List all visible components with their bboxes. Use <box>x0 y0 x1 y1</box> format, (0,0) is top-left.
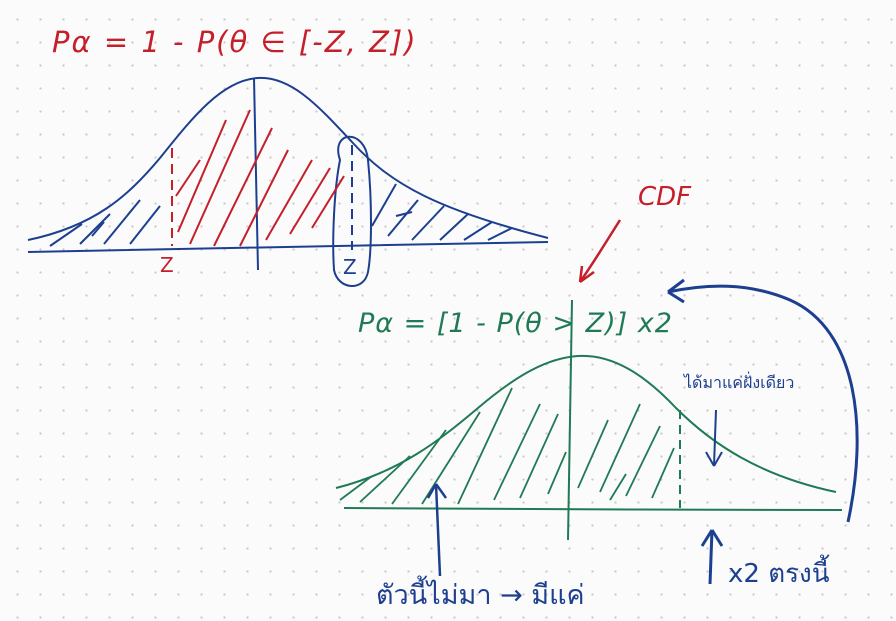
top-left-tail-hatching <box>49 199 161 247</box>
x2-up-arrow-head <box>700 529 724 547</box>
x2-curved-arrow <box>667 284 859 523</box>
bottom-center-line <box>567 299 573 541</box>
x2-note: x2 ตรงนี้ <box>728 554 830 589</box>
top-right-tail-hatching <box>371 183 513 241</box>
cdf-label: CDF <box>638 182 692 212</box>
top-axis-line <box>27 241 549 253</box>
top-right-z-loop <box>332 135 372 287</box>
one-side-note: ได้มาแค่ฝั่งเดียว <box>682 371 794 392</box>
bottom-note: ตัวนี้ไม่มา → มีแค่ <box>376 575 585 611</box>
bottom-distribution-sketch: Pα = [1 - P(θ > Z)] x2 ได้ <box>335 278 859 611</box>
top-bell-curve <box>27 76 549 241</box>
top-center-hatching <box>175 109 345 247</box>
left-up-arrow <box>434 483 442 577</box>
top-right-z-label: Z <box>343 255 357 279</box>
top-center-line <box>253 77 259 271</box>
top-distribution-sketch: Pα = 1 - P(θ ∈ [-Z, Z]) Z Z <box>27 25 549 287</box>
top-left-z-label: Z <box>160 253 174 277</box>
bottom-formula: Pα = [1 - P(θ > Z)] x2 <box>358 308 673 339</box>
x2-up-arrow <box>708 529 714 585</box>
bottom-axis-line <box>343 507 843 511</box>
cdf-arrow-head <box>578 265 595 284</box>
cdf-annotation: CDF <box>578 182 692 284</box>
one-side-arrow-head <box>705 451 723 467</box>
top-formula: Pα = 1 - P(θ ∈ [-Z, Z]) <box>52 25 418 59</box>
cdf-arrow <box>578 219 622 283</box>
bottom-hatching <box>339 387 675 505</box>
left-up-arrow-head <box>426 483 448 499</box>
one-side-arrow <box>713 409 717 467</box>
bottom-bell-curve <box>335 354 837 493</box>
x2-curved-arrow-head <box>667 278 685 304</box>
